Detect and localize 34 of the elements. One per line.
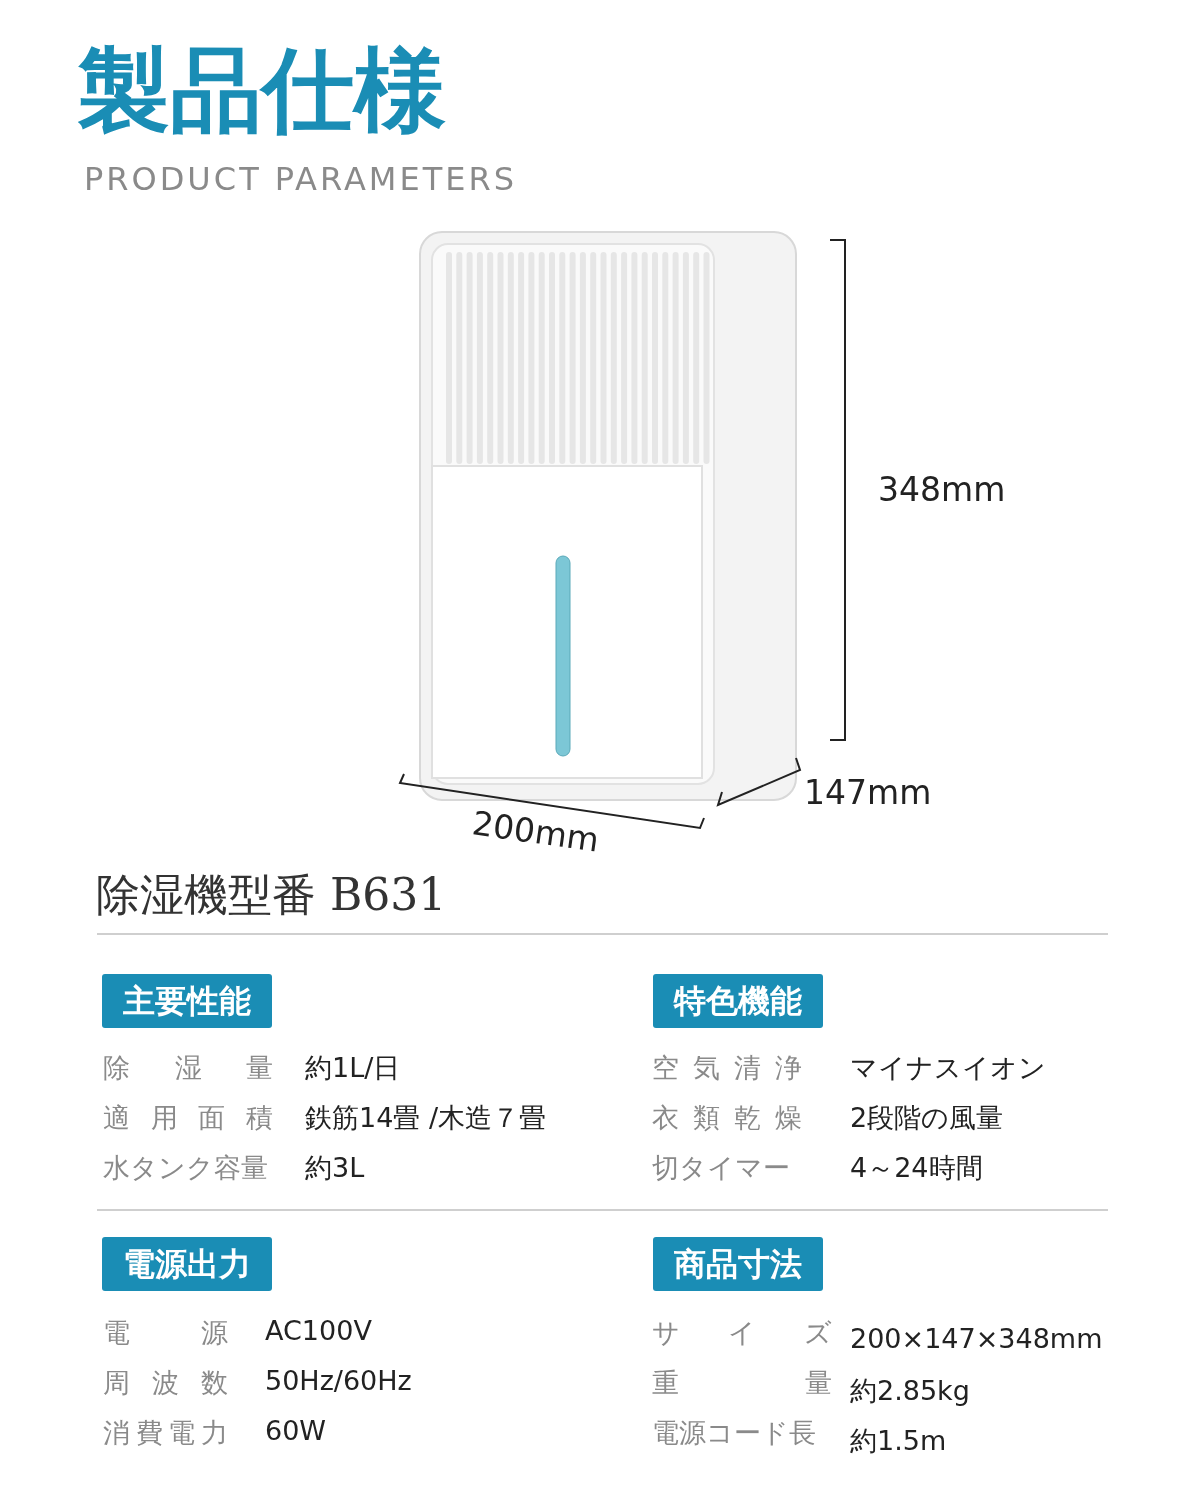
spec-value: AC100V [265,1315,372,1346]
spec-name: 電源 [103,1316,228,1350]
spec-name: 切タイマー [652,1151,790,1185]
page-title: 製品仕様 [78,40,446,142]
spec-value: 50Hz/60Hz [265,1365,412,1396]
dimension-label: 200mm [469,803,602,860]
dimension-label: 147mm [804,773,932,812]
spec-value: マイナスイオン [850,1051,1046,1085]
section-badge: 電源出力 [102,1237,272,1291]
spec-name: 水タンク容量 [103,1151,268,1185]
spec-value: 4～24時間 [850,1151,983,1185]
spec-name: 消費電力 [103,1416,228,1450]
spec-value: 約3L [305,1151,365,1185]
spec-value: 約2.85kg [850,1374,970,1408]
spec-name: 除湿量 [103,1051,273,1085]
spec-name: 重量 [652,1366,832,1400]
section-badge: 商品寸法 [653,1237,823,1291]
spec-name: 適用面積 [103,1101,273,1135]
spec-name: 周波数 [103,1366,228,1400]
dimension-label: 348mm [878,470,1006,509]
spec-value: 約1L/日 [305,1051,401,1085]
subtitle: PRODUCT PARAMETERS [84,160,517,198]
spec-value: 約1.5m [850,1424,947,1458]
spec-value: 60W [265,1415,327,1446]
spec-name: 電源コード長 [652,1416,816,1450]
spec-value: 鉄筋14畳 /木造７畳 [305,1101,547,1135]
model-heading: 除湿機型番 B631 [96,868,447,922]
spec-name: 衣類乾燥 [652,1101,802,1135]
spec-name: サイズ [652,1316,832,1350]
spec-value: 2段階の風量 [850,1101,1004,1135]
section-badge: 特色機能 [653,974,823,1028]
spec-name: 空気清浄 [652,1051,802,1085]
section-badge: 主要性能 [102,974,272,1028]
spec-value: 200×147×348mm [850,1323,1103,1354]
